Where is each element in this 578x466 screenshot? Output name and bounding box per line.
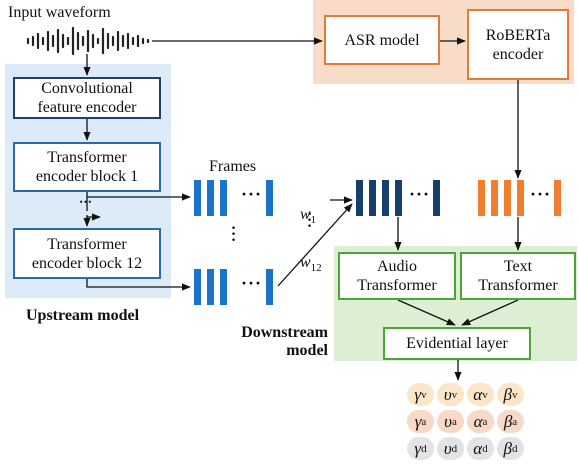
evidential-layer-label: Evidential layer: [406, 335, 508, 352]
conv-feature-encoder-box: Convolutional feature encoder: [13, 77, 161, 119]
text-transformer-label: Text Transformer: [478, 258, 558, 294]
edge-w12: [277, 203, 353, 287]
frames-ellipsis-navy: ···: [409, 184, 431, 204]
vertical-ellipsis-weights: ···: [306, 206, 314, 235]
frame-navy-4: [395, 180, 402, 216]
frame-navy-2: [369, 180, 376, 216]
badge-subscript: d: [451, 442, 458, 455]
weight-w12-label: w12: [300, 236, 322, 274]
badge-subscript: a: [482, 415, 488, 428]
frame-orange-1: [478, 180, 485, 216]
waveform-icon: [26, 26, 150, 56]
transformer-block-12-label: Transformer encoder block 12: [31, 235, 143, 272]
badge-symbol: α: [473, 438, 483, 458]
evidential-layer-box: Evidential layer: [383, 327, 531, 360]
badge-subscript: v: [511, 388, 518, 401]
roberta-encoder-box: RoBERTa encoder: [467, 9, 569, 80]
conv-feature-encoder-label: Convolutional feature encoder: [37, 80, 137, 116]
transformer-block-12-box: Transformer encoder block 12: [13, 228, 161, 279]
edge-audio-to-evidential: [397, 299, 456, 326]
badge-symbol: γ: [414, 411, 422, 431]
asr-model-box: ASR model: [324, 15, 440, 65]
badge-symbol: γ: [414, 384, 422, 404]
badge-subscript: a: [421, 415, 427, 428]
input-waveform-label: Input waveform: [8, 4, 111, 21]
badge-symbol: α: [473, 411, 483, 431]
badge-symbol: γ: [414, 438, 422, 458]
weight-w1-sub: 1: [310, 214, 317, 227]
badge-subscript: v: [482, 388, 488, 401]
frame-orange-5: [554, 180, 561, 216]
badge-subscript: v: [421, 388, 427, 401]
frame-blue-top-3: [220, 180, 227, 216]
badge-subscript: d: [482, 442, 488, 455]
frame-blue-top-4: [266, 180, 273, 216]
badge-symbol: β: [503, 411, 513, 431]
text-transformer-box: Text Transformer: [460, 252, 576, 300]
audio-transformer-label: Audio Transformer: [357, 258, 437, 294]
badge-symbol: β: [503, 384, 512, 404]
frame-blue-bottom-2: [207, 269, 214, 305]
frame-orange-4: [517, 180, 524, 216]
frame-orange-2: [491, 180, 498, 216]
frame-blue-top-1: [194, 180, 201, 216]
asr-model-label: ASR model: [344, 31, 420, 49]
frame-navy-5: [433, 180, 440, 216]
weight-w12-sub: 12: [310, 262, 322, 275]
badge-subscript: v: [451, 388, 458, 401]
badge-symbol: β: [503, 438, 512, 458]
frames-ellipsis-top: ···: [241, 184, 263, 204]
badge-symbol: α: [473, 384, 483, 404]
edge-text-to-evidential: [461, 299, 519, 326]
frame-blue-top-2: [207, 180, 214, 216]
transformer-block-1-label: Transformer encoder block 1: [35, 149, 139, 185]
badge-symbol: υ: [443, 384, 452, 404]
frame-navy-1: [356, 180, 363, 216]
badge-subscript: a: [451, 415, 457, 428]
weight-w1-label: w1: [300, 188, 316, 226]
weight-w12-base: w: [300, 254, 311, 271]
edge-block12-to-frames: [86, 279, 191, 291]
vertical-ellipsis-frames: ···: [230, 220, 238, 249]
weight-w1-base: w: [300, 206, 311, 223]
frame-navy-3: [382, 180, 389, 216]
frame-blue-bottom-4: [266, 269, 273, 305]
vertical-ellipsis-upstream: ⋯: [79, 194, 93, 209]
badge-symbol: υ: [443, 438, 452, 458]
frames-ellipsis-bottom: ···: [241, 273, 263, 293]
badge-subscript: d: [421, 442, 427, 455]
frames-label: Frames: [209, 158, 257, 175]
badge-symbol: υ: [444, 411, 452, 431]
frame-blue-bottom-1: [194, 269, 201, 305]
roberta-encoder-label: RoBERTa encoder: [485, 26, 551, 63]
audio-transformer-box: Audio Transformer: [338, 252, 456, 300]
badge-subscript: d: [511, 442, 518, 455]
frames-ellipsis-orange: ···: [530, 184, 552, 204]
upstream-model-label: Upstream model: [26, 307, 140, 324]
transformer-block-1-box: Transformer encoder block 1: [13, 142, 161, 192]
frame-blue-bottom-3: [220, 269, 227, 305]
frame-orange-3: [504, 180, 511, 216]
badge-subscript: a: [512, 415, 518, 428]
downstream-model-label: Downstream model: [241, 324, 328, 359]
